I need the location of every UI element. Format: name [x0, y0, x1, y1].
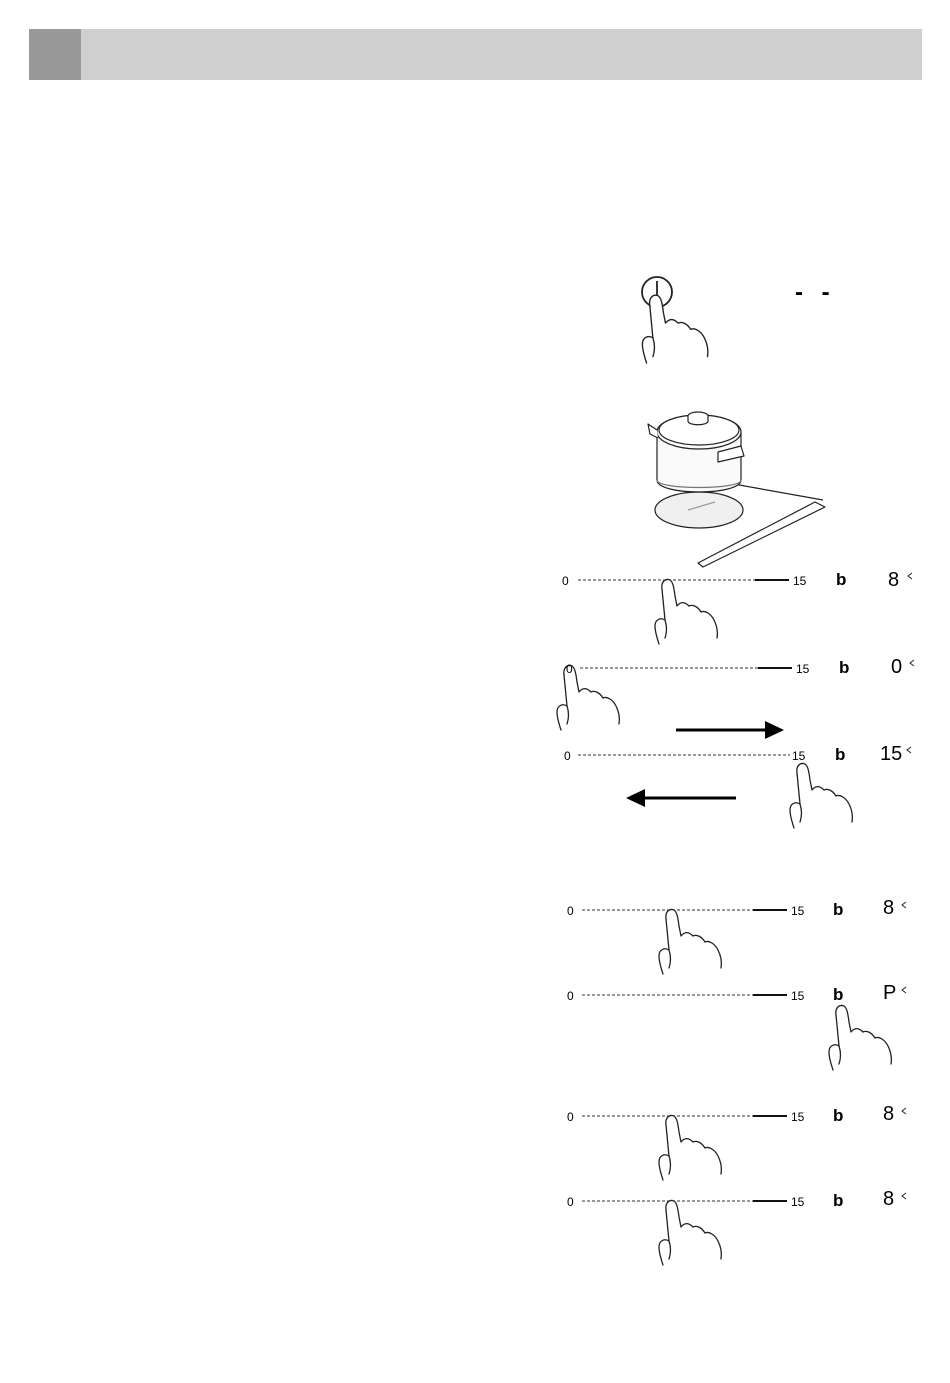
- row-4-max-label: 15: [791, 904, 804, 918]
- row-6-level-display: 8: [883, 1105, 894, 1123]
- arrow-right-icon: [676, 721, 784, 739]
- row-1-level-display: 8: [888, 571, 899, 589]
- row-1-max-label: 15: [793, 574, 806, 588]
- row-1-booster-button[interactable]: b: [836, 571, 846, 589]
- row-5-min-label: 0: [567, 989, 574, 1003]
- row-5-booster-button[interactable]: b: [833, 986, 843, 1004]
- level-indicator-marks: [902, 573, 914, 1199]
- row-3-booster-button[interactable]: b: [835, 746, 845, 764]
- power-button-icon: [642, 277, 708, 363]
- pot-on-cooktop-icon: [648, 412, 825, 567]
- slider-row-5: [582, 995, 891, 1070]
- row-7-min-label: 0: [567, 1195, 574, 1209]
- row-4-booster-button[interactable]: b: [833, 901, 843, 919]
- row-2-max-label: 15: [796, 662, 809, 676]
- row-4-level-display: 8: [883, 899, 894, 917]
- row-2-min-label: 0: [566, 662, 573, 676]
- row-4-min-label: 0: [567, 904, 574, 918]
- slider-row-3: [578, 755, 852, 828]
- slider-row-4: [582, 909, 787, 974]
- row-2-booster-button[interactable]: b: [839, 659, 849, 677]
- row-7-booster-button[interactable]: b: [833, 1192, 843, 1210]
- row-1-min-label: 0: [562, 574, 569, 588]
- row-6-min-label: 0: [567, 1110, 574, 1124]
- row-6-booster-button[interactable]: b: [833, 1107, 843, 1125]
- row-2-level-display: 0: [891, 658, 902, 676]
- slider-row-1: [578, 579, 789, 644]
- slider-row-6: [582, 1115, 787, 1180]
- row-5-level-display: P: [883, 984, 896, 1002]
- row-5-max-label: 15: [791, 989, 804, 1003]
- row-7-level-display: 8: [883, 1190, 894, 1208]
- row-3-level-display: 15: [880, 745, 902, 763]
- arrow-left-icon: [626, 789, 736, 807]
- row-3-max-label: 15: [792, 749, 805, 763]
- row-3-min-label: 0: [564, 749, 571, 763]
- row-7-max-label: 15: [791, 1195, 804, 1209]
- slider-row-7: [582, 1200, 787, 1265]
- row-6-max-label: 15: [791, 1110, 804, 1124]
- slider-row-2: [557, 665, 792, 730]
